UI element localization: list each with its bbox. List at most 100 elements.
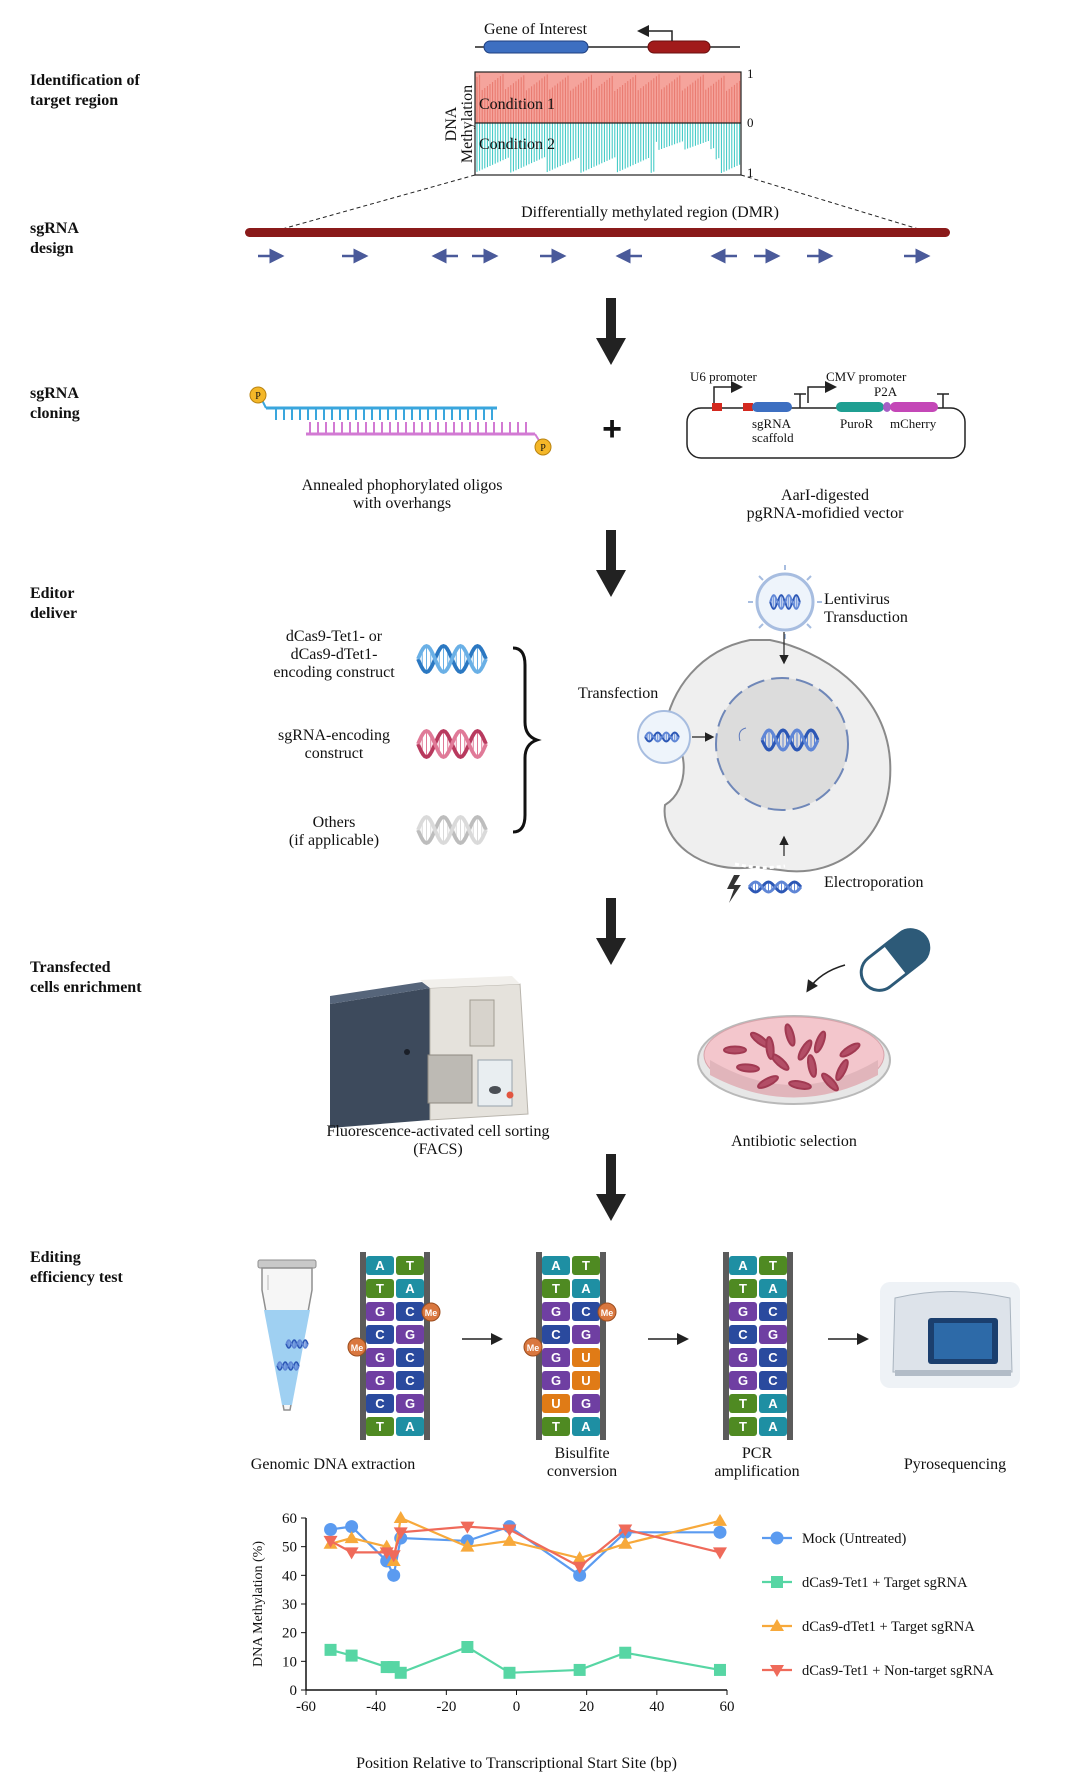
cell-icon <box>757 1075 779 1089</box>
brace <box>512 646 542 834</box>
step-4-line-2: deliver <box>30 605 77 622</box>
svg-text:A: A <box>768 1419 778 1434</box>
condition2-track <box>475 123 741 175</box>
condition1-track <box>475 72 741 123</box>
methyl-icon <box>421 1302 441 1322</box>
petri-dish-icon <box>697 1015 891 1105</box>
base-G <box>396 1325 424 1344</box>
gene-red <box>647 40 711 54</box>
svg-text:A: A <box>768 1281 778 1296</box>
dna-vesicle-icon <box>644 731 680 743</box>
base-C <box>396 1371 424 1390</box>
svg-text:A: A <box>738 1258 748 1273</box>
svg-text:G: G <box>581 1327 591 1342</box>
step-1-line-2: target region <box>30 92 118 109</box>
data-point <box>345 1649 358 1662</box>
data-point <box>572 1561 587 1574</box>
svg-text:U: U <box>581 1373 590 1388</box>
x-tick-label: -20 <box>436 1699 456 1715</box>
x-tick-label: -60 <box>296 1699 316 1715</box>
base-T <box>572 1256 600 1275</box>
x-tick-label: 40 <box>649 1699 664 1715</box>
legend-entry: dCas9-Tet1 + Target sgRNA <box>802 1575 968 1591</box>
data-point <box>712 1513 727 1526</box>
data-point <box>619 1646 632 1659</box>
tss-arrow <box>637 25 673 41</box>
y-tick-label: 50 <box>282 1540 297 1556</box>
base-C <box>396 1302 424 1321</box>
step-2-line-1: sgRNA <box>30 220 79 237</box>
legend-marker <box>771 1576 783 1588</box>
svg-text:G: G <box>738 1350 748 1365</box>
gene-blue <box>483 40 589 54</box>
svg-text:T: T <box>376 1419 384 1434</box>
condition1-signal <box>476 74 741 123</box>
svg-text:G: G <box>551 1304 561 1319</box>
legend-entry: dCas9-dTet1 + Target sgRNA <box>802 1619 975 1635</box>
dna-tube-icon <box>276 1339 309 1371</box>
cell-icon <box>736 1063 760 1073</box>
u6-promoter-label: U6 promoter <box>690 369 757 384</box>
cell-icon <box>784 1023 796 1047</box>
dna-virus-icon <box>769 594 801 610</box>
svg-text:C: C <box>405 1350 415 1365</box>
condition2-signal <box>476 123 741 173</box>
cell-icon <box>821 1072 839 1092</box>
target-region-panel: Gene of Interest Condition 1 Condition 2… <box>245 21 950 264</box>
x-tick-label: -40 <box>366 1699 386 1715</box>
legend-marker <box>770 1665 784 1677</box>
flow-arrows <box>596 298 626 1221</box>
y-tick-label: 0 <box>290 1683 298 1699</box>
svg-text:T: T <box>739 1396 747 1411</box>
series-line <box>330 1525 721 1569</box>
base-A <box>572 1417 600 1436</box>
base-T <box>366 1417 394 1436</box>
facs-machine-icon <box>330 976 529 1128</box>
svg-text:Me: Me <box>527 1343 540 1353</box>
tick-top: 1 <box>747 66 754 81</box>
svg-text:G: G <box>375 1373 385 1388</box>
data-point <box>387 1568 401 1582</box>
base-C <box>366 1325 394 1344</box>
series-1 <box>324 1641 726 1679</box>
base-C <box>572 1302 600 1321</box>
methyl-icon <box>347 1337 367 1357</box>
base-C <box>759 1348 787 1367</box>
chart-legend: Mock (Untreated)dCas9-Tet1 + Target sgRN… <box>762 1531 994 1679</box>
base-T <box>542 1417 570 1436</box>
base-G <box>396 1394 424 1413</box>
legend-entry: dCas9-Tet1 + Non-target sgRNA <box>802 1663 994 1679</box>
transfection-label: Transfection <box>578 685 658 702</box>
mcherry-label: mCherry <box>890 416 937 431</box>
svg-text:G: G <box>551 1373 561 1388</box>
tube-icon <box>257 1259 317 1411</box>
data-point <box>345 1520 359 1534</box>
base-A <box>572 1279 600 1298</box>
base-C <box>396 1348 424 1367</box>
svg-text:T: T <box>582 1258 590 1273</box>
base-A <box>542 1256 570 1275</box>
base-A <box>759 1417 787 1436</box>
base-G <box>759 1325 787 1344</box>
zoom-line-left <box>274 174 476 232</box>
base-T <box>366 1279 394 1298</box>
data-point <box>460 1521 475 1534</box>
pyrosequencer-icon <box>880 1282 1020 1388</box>
construct3-label: Others(if applicable) <box>289 814 379 849</box>
svg-text:U: U <box>551 1396 560 1411</box>
base-T <box>542 1279 570 1298</box>
svg-text:A: A <box>581 1281 591 1296</box>
base-G <box>542 1371 570 1390</box>
phosphate-top-icon <box>249 386 267 404</box>
step-6-line-2: efficiency test <box>30 1269 124 1286</box>
condition1-label: Condition 1 <box>479 96 555 113</box>
step-1-line-1: Identification of <box>30 72 140 89</box>
